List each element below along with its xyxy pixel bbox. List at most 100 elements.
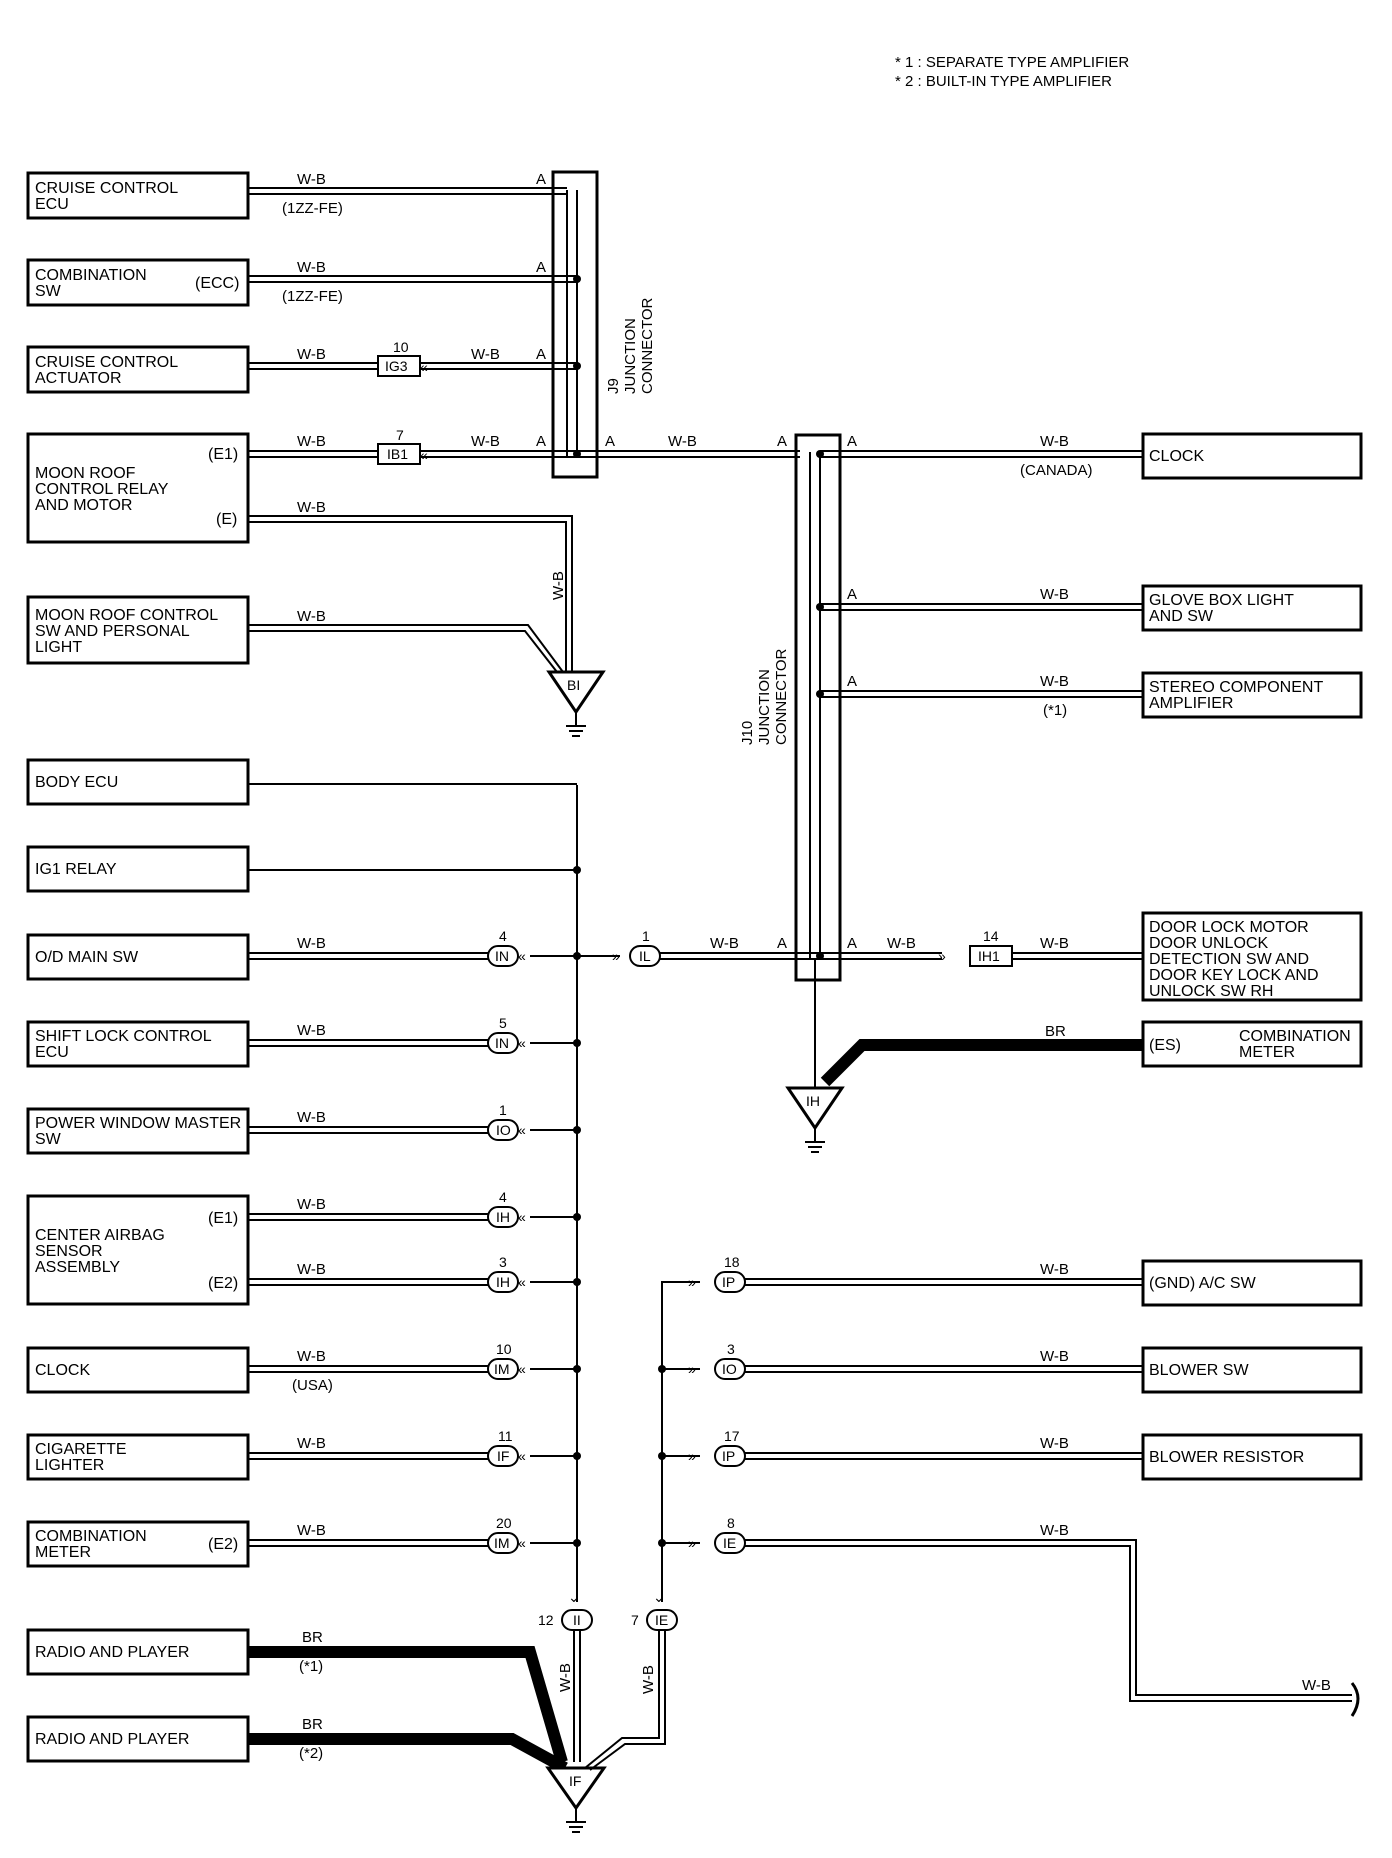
connector-ip-num: 18: [724, 1254, 740, 1270]
j9-id: J9: [605, 378, 622, 394]
moon-relay-line3: AND MOTOR: [35, 497, 132, 514]
comb-sw-note: (1ZZ-FE): [282, 288, 343, 305]
connector-ie: [714, 1532, 746, 1554]
wire-label: W-B: [1040, 586, 1069, 603]
cruise-ecu-line2: ECU: [35, 196, 69, 213]
moon-sw-line2: SW AND PERSONAL: [35, 623, 190, 640]
connector-ih: [487, 1271, 519, 1293]
wire-label: W-B: [297, 171, 326, 188]
connector-ii-num: 12: [538, 1612, 554, 1628]
chevron-icon: »: [688, 1274, 696, 1290]
connector-in-num: 5: [499, 1015, 507, 1031]
connector-ip-label: IP: [722, 1274, 735, 1290]
stereo-line2: AMPLIFIER: [1149, 695, 1233, 712]
connector-im-label: IM: [494, 1535, 510, 1551]
connector-if-label: IF: [497, 1448, 509, 1464]
connector-il-num: 1: [642, 928, 650, 944]
wire-label: W-B: [1040, 673, 1069, 690]
wire-label-br: BR: [302, 1716, 323, 1733]
wire-label: W-B: [640, 1665, 657, 1694]
comb-meter-right-line2: METER: [1239, 1044, 1295, 1061]
j9-name2: CONNECTOR: [639, 297, 656, 394]
clock-canada-note: (CANADA): [1020, 462, 1093, 479]
connector-ib1-label: IB1: [387, 446, 408, 462]
radio1-label: RADIO AND PLAYER: [35, 1644, 189, 1661]
note-2: * 2 : BUILT-IN TYPE AMPLIFIER: [895, 73, 1112, 90]
connector-ie-bottom: [646, 1609, 678, 1631]
connector-ih-label: IH: [496, 1274, 510, 1290]
connector-im: [487, 1532, 519, 1554]
wire-label: W-B: [297, 346, 326, 363]
door-line2: DOOR UNLOCK: [1149, 935, 1268, 952]
connector-ig3-label: IG3: [385, 358, 408, 374]
connector-io-label: IO: [496, 1122, 511, 1138]
connector-ib1: [377, 443, 421, 465]
comb-meter-right-pin: (ES): [1149, 1037, 1181, 1054]
cruise-ecu-line1: CRUISE CONTROL: [35, 180, 178, 197]
chevron-icon: «: [518, 1361, 526, 1377]
connector-io: [487, 1119, 519, 1141]
connector-ie-bottom-label: IE: [655, 1612, 668, 1628]
wire-label: W-B: [297, 1109, 326, 1126]
comb-sw-pin: (ECC): [195, 275, 239, 292]
chevron-icon: »: [688, 1535, 696, 1551]
clock-canada-label: CLOCK: [1149, 448, 1204, 465]
airbag-pin2: (E2): [208, 1275, 238, 1292]
airbag-line3: ASSEMBLY: [35, 1259, 120, 1276]
connector-ip-label: IP: [722, 1448, 735, 1464]
j10-pin: A: [777, 433, 787, 450]
chevron-icon: «: [420, 447, 428, 463]
j10-pin: A: [847, 673, 857, 690]
connector-ih-label: IH: [496, 1209, 510, 1225]
airbag-line2: SENSOR: [35, 1243, 103, 1260]
ground-if-label: IF: [569, 1773, 581, 1789]
j10-id: J10: [739, 721, 756, 745]
connector-ig3-num: 10: [393, 339, 409, 355]
glove-line2: AND SW: [1149, 608, 1214, 625]
j9-pin: A: [605, 433, 615, 450]
comb-meter-line1: COMBINATION: [35, 1528, 147, 1545]
clock-usa-box: [26, 1346, 250, 1394]
radio2-label: RADIO AND PLAYER: [35, 1731, 189, 1748]
connector-in-label: IN: [495, 948, 509, 964]
connector-io: [714, 1358, 746, 1380]
chevron-icon: «: [518, 1209, 526, 1225]
moon-relay-pin2: (E): [216, 511, 237, 528]
clock-usa-note: (USA): [292, 1377, 333, 1394]
airbag-pin1: (E1): [208, 1210, 238, 1227]
cruise-act-line2: ACTUATOR: [35, 370, 122, 387]
glove-line1: GLOVE BOX LIGHT: [1149, 592, 1294, 609]
chevron-icon: »: [612, 948, 620, 964]
shift-lock-ecu-box: [26, 1020, 250, 1068]
chevron-icon: «: [518, 1448, 526, 1464]
connector-il-label: IL: [639, 948, 651, 964]
door-line5: UNLOCK SW RH: [1149, 983, 1273, 1000]
ground-ih-label: IH: [806, 1093, 820, 1109]
wire-label: W-B: [1040, 1261, 1069, 1278]
comb-sw-line2: SW: [35, 283, 62, 300]
moon-relay-line1: MOON ROOF: [35, 465, 136, 482]
chevron-icon: «: [518, 948, 526, 964]
ground-if: [545, 1766, 607, 1811]
stereo-amplifier-box: [1141, 671, 1363, 719]
connector-ip-num: 17: [724, 1428, 740, 1444]
j10-pin: A: [847, 935, 857, 952]
wire-break-icon: [1350, 1682, 1360, 1717]
wire-label: W-B: [297, 1022, 326, 1039]
od-main-sw-label: O/D MAIN SW: [35, 949, 139, 966]
j9-pin: A: [536, 171, 546, 188]
connector-im-num: 10: [496, 1341, 512, 1357]
connector-ip: [714, 1445, 746, 1467]
chevron-icon: «: [518, 1035, 526, 1051]
wire-label: W-B: [1040, 1348, 1069, 1365]
moon-relay-line2: CONTROL RELAY: [35, 481, 169, 498]
connector-if-num: 11: [498, 1428, 513, 1444]
connector-ie-num: 8: [727, 1515, 735, 1531]
cig-line2: LIGHTER: [35, 1457, 104, 1474]
connector-io-label: IO: [722, 1361, 737, 1377]
cig-line1: CIGARETTE: [35, 1441, 127, 1458]
wire-label: W-B: [297, 1522, 326, 1539]
j10-name2: CONNECTOR: [773, 648, 790, 745]
stereo-note: (*1): [1043, 702, 1067, 719]
